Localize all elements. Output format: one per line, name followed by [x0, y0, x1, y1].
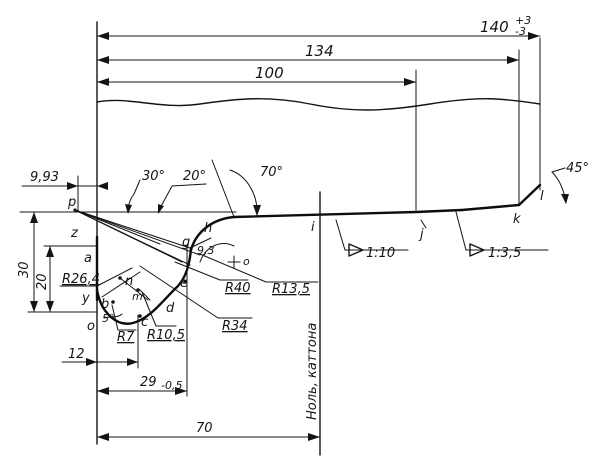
- angle-30-label: 30°: [142, 169, 165, 184]
- point-i-label: i: [311, 220, 315, 235]
- point-o-left-label: o: [87, 319, 95, 334]
- dimension-9-3-label: 9,3: [197, 244, 215, 257]
- taper-1-10-symbol: [348, 243, 364, 257]
- point-h-label: h: [204, 221, 212, 236]
- height-30-label: 30: [17, 261, 32, 278]
- dimension-heights: 30 20: [17, 211, 98, 313]
- outline-front-arc: [189, 215, 236, 252]
- point-e-label: e: [180, 276, 188, 291]
- point-b-label: b: [101, 297, 109, 312]
- radius-13-5: R13,5: [199, 253, 319, 297]
- dimension-140-tol-upper: +3: [515, 14, 531, 27]
- radius-13-5-label: R13,5: [272, 282, 310, 297]
- outline-segment-j: [414, 208, 464, 214]
- dimension-12-label: 12: [68, 347, 85, 362]
- ray-fan: [74, 209, 201, 266]
- radius-40: R40: [174, 261, 251, 296]
- point-o-center-label: o: [243, 255, 250, 268]
- outline-chamfer-45: [517, 183, 542, 207]
- height-20-label: 20: [35, 273, 50, 290]
- break-line: [96, 98, 541, 111]
- dimension-100-label: 100: [255, 64, 284, 82]
- outline-taper-1-10: [232, 210, 418, 219]
- dimension-29-label: 29: [140, 375, 157, 390]
- point-d-label: d: [166, 301, 175, 316]
- dimension-9-93-label: 9,93: [30, 170, 59, 185]
- angle-70: 70°: [211, 159, 283, 218]
- dimension-70-label: 70: [196, 421, 213, 436]
- radius-7-label: R7: [117, 330, 135, 345]
- angle-5-label: 5°: [102, 312, 115, 325]
- dimension-134: 134: [96, 42, 520, 64]
- dimension-134-label: 134: [305, 42, 334, 60]
- center-o-marker: [199, 243, 241, 269]
- dimension-29-tol-label: -0,5: [161, 379, 182, 392]
- point-c-label: c: [141, 315, 148, 330]
- point-z-label: z: [70, 226, 79, 241]
- point-y-label: y: [81, 291, 90, 306]
- angle-20-label: 20°: [183, 169, 206, 184]
- angle-70-label: 70°: [260, 165, 283, 180]
- taper-1-3-5: 1:3,5: [455, 211, 549, 261]
- dimension-9-93: 9,93: [21, 170, 108, 213]
- taper-1-3-5-symbol: [469, 243, 485, 257]
- dimension-140-label: 140: [480, 18, 509, 36]
- angle-45: 45°: [551, 161, 589, 204]
- dimension-12: 12: [61, 347, 139, 366]
- dimension-70: 70: [96, 421, 321, 441]
- angle-30: 30°: [125, 169, 165, 214]
- point-a-label: a: [84, 251, 92, 266]
- angle-20: 20°: [157, 169, 207, 214]
- dimension-140: 140 +3 -3: [96, 14, 541, 40]
- point-m-label: m: [132, 290, 143, 303]
- dimension-100: 100: [96, 64, 417, 86]
- radius-7: R7: [111, 304, 137, 345]
- radius-34-label: R34: [222, 319, 248, 334]
- radius-10-5-label: R10,5: [147, 328, 185, 343]
- radius-40-label: R40: [225, 281, 251, 296]
- dimension-29: 29 -0,5: [96, 375, 188, 395]
- point-l-label: l: [540, 189, 544, 204]
- radius-10-5: R10,5: [141, 291, 185, 343]
- outline-taper-1-3-5: [460, 203, 521, 212]
- dimension-140-tol-lower: -3: [515, 25, 526, 38]
- point-g-label: g: [182, 235, 190, 250]
- point-k-label: k: [513, 212, 521, 227]
- radius-34: R34: [139, 265, 253, 334]
- point-j-label: j: [418, 227, 424, 242]
- taper-1-10-label: 1:10: [366, 246, 395, 261]
- angle-45-label: 45°: [566, 161, 589, 176]
- point-n-label: n: [125, 274, 133, 289]
- point-p-label: p: [67, 195, 76, 210]
- vertical-note: Ноль, каттона: [305, 323, 320, 420]
- taper-1-10: 1:10: [335, 219, 409, 261]
- radius-26-4: R26,4: [59, 267, 133, 287]
- taper-1-3-5-label: 1:3,5: [488, 246, 521, 261]
- radius-26-4-label: R26,4: [62, 272, 100, 287]
